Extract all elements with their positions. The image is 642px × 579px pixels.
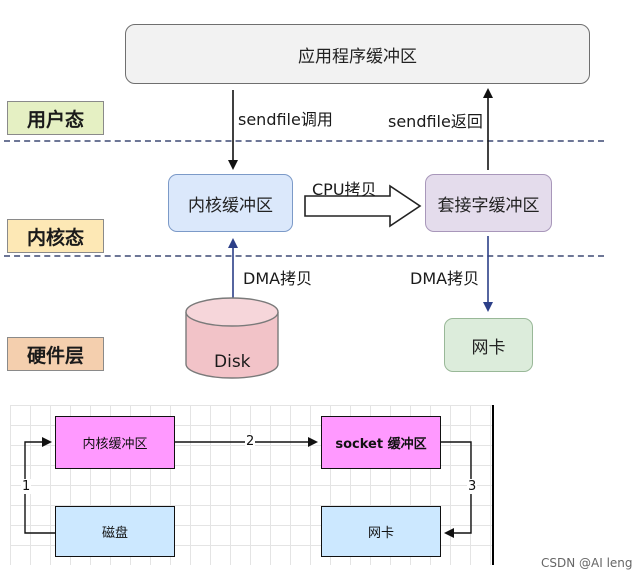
nic-box: 网卡 [444,318,533,372]
app-buffer-label: 应用程序缓冲区 [298,46,417,67]
lower-kernel-buffer-label: 内核缓冲区 [82,437,148,452]
app-buffer-box: 应用程序缓冲区 [125,24,590,84]
disk-cylinder-icon [185,297,279,379]
socket-buffer-box: 套接字缓冲区 [425,174,552,232]
sendfile-call-label: sendfile调用 [238,110,333,129]
lower-kernel-buffer-box: 内核缓冲区 [55,416,175,469]
dma-copy-out-label: DMA拷贝 [410,269,480,288]
layer-user-badge: 用户态 [7,101,104,135]
watermark: CSDN @AI leng [541,556,633,570]
lower-nic-label: 网卡 [367,526,394,541]
layer-hardware-label: 硬件层 [26,344,84,367]
upper-arrows [185,88,493,379]
dma-copy-in-label: DMA拷贝 [243,269,313,288]
cpu-copy-arrow [304,184,422,228]
sendfile-return-label: sendfile返回 [388,112,483,131]
socket-buffer-label: 套接字缓冲区 [437,195,540,216]
kernel-buffer-box: 内核缓冲区 [168,174,293,232]
nic-label: 网卡 [471,337,506,358]
step-3-label: 3 [467,479,478,494]
lower-socket-buffer-label: socket 缓冲区 [335,437,427,452]
kernel-hardware-divider [4,255,604,257]
cpu-copy-label: CPU拷贝 [312,180,377,199]
layer-hardware-badge: 硬件层 [7,337,104,371]
lower-disk-label: 磁盘 [101,526,128,541]
lower-socket-buffer-box: socket 缓冲区 [321,416,441,469]
layer-kernel-label: 内核态 [26,226,84,249]
layer-user-label: 用户态 [26,108,84,131]
kernel-buffer-label: 内核缓冲区 [188,195,273,216]
lower-disk-box: 磁盘 [55,506,175,557]
layer-kernel-badge: 内核态 [7,219,104,253]
lower-nic-box: 网卡 [321,506,441,557]
disk-label: Disk [214,352,251,372]
step-2-label: 2 [245,434,256,449]
step-1-label: 1 [21,479,32,494]
user-kernel-divider [4,140,604,142]
